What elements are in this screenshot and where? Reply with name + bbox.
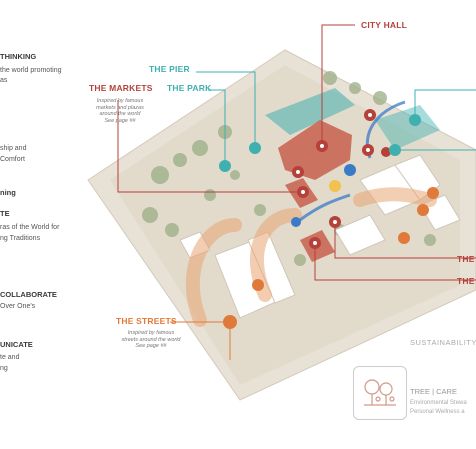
sustainability-line-1: Environmental Stewa	[410, 400, 467, 406]
leaf-icon[interactable]	[409, 114, 421, 126]
markets-note-line-4: See page ##	[104, 117, 136, 124]
sustainability-title: SUSTAINABILITY	[410, 338, 476, 347]
streets-note-line-3: See page ##	[135, 343, 167, 349]
map-pin-icon[interactable]	[381, 147, 391, 157]
left-line-11: Over One's	[0, 303, 36, 310]
tree-icon[interactable]	[398, 232, 410, 244]
markets-note-line-2: markets and plazas	[96, 104, 144, 111]
label-the-pier: THE PIER	[149, 64, 190, 74]
left-line-4: ship and	[0, 145, 27, 152]
sustainability-icon-graphic	[364, 379, 396, 406]
left-line-3: as	[0, 77, 8, 84]
left-line-13: te and	[0, 354, 20, 361]
leaf-icon[interactable]	[249, 142, 261, 154]
map-pin-icon[interactable]	[364, 109, 376, 121]
left-line-10: COLLABORATE	[0, 290, 57, 299]
tree-icon[interactable]	[417, 204, 429, 216]
tree-icon[interactable]	[223, 315, 237, 329]
left-line-6: ning	[0, 188, 16, 197]
left-line-1: THINKING	[0, 52, 37, 61]
sustainability-icon	[353, 366, 407, 420]
tree-care-label: TREE | CARE	[410, 387, 457, 396]
map-pin-icon[interactable]	[297, 186, 309, 198]
park-area	[265, 88, 355, 135]
streets-note-line-2: streets around the world	[121, 336, 181, 343]
leaf-icon[interactable]	[389, 144, 401, 156]
leaf-icons	[219, 114, 421, 172]
left-line-5: Comfort	[0, 156, 25, 163]
label-the-l: THE L	[457, 254, 476, 264]
markets-note: Inspired by famous markets and plazas ar…	[90, 98, 150, 124]
left-line-2: the world promoting	[0, 67, 62, 74]
trophy-icon[interactable]	[329, 180, 341, 192]
label-city-hall: CITY HALL	[361, 20, 408, 30]
map-pin-icons	[292, 109, 391, 249]
left-line-14: ng	[0, 365, 8, 372]
map-pin-icon[interactable]	[329, 216, 341, 228]
map-pin-icon[interactable]	[316, 140, 328, 152]
markets-note-line-3: around the world	[99, 111, 141, 117]
sustainability-line-2: Personal Wellness a	[410, 409, 465, 415]
map-pin-icon[interactable]	[292, 166, 304, 178]
tree-icon[interactable]	[427, 187, 439, 199]
sustainability-text: Environmental Stewa Personal Wellness a	[410, 399, 467, 417]
info-icon[interactable]	[291, 217, 301, 227]
map-pin-icon[interactable]	[362, 144, 374, 156]
left-line-7: TE	[0, 209, 10, 218]
markets-note-line-1: Inspired by famous	[96, 98, 144, 104]
left-line-9: ng Traditions	[0, 235, 41, 242]
label-the-streets: THE STREETS	[116, 316, 177, 326]
left-line-8: ras of the World for	[0, 224, 60, 231]
info-icon[interactable]	[344, 164, 356, 176]
map-pin-icon[interactable]	[309, 237, 321, 249]
leaf-icon[interactable]	[219, 160, 231, 172]
pier-area	[375, 105, 440, 150]
streets-note-line-1: Inspired by famous	[127, 330, 175, 336]
tree-icon[interactable]	[252, 279, 264, 291]
label-the-park: THE PARK	[167, 83, 212, 93]
left-line-12: UNICATE	[0, 340, 33, 349]
label-the-markets: THE MARKETS	[89, 83, 153, 93]
streets-note: Inspired by famous streets around the wo…	[118, 330, 184, 350]
orange-icons	[223, 187, 439, 329]
label-the-r: THE R	[457, 276, 476, 286]
